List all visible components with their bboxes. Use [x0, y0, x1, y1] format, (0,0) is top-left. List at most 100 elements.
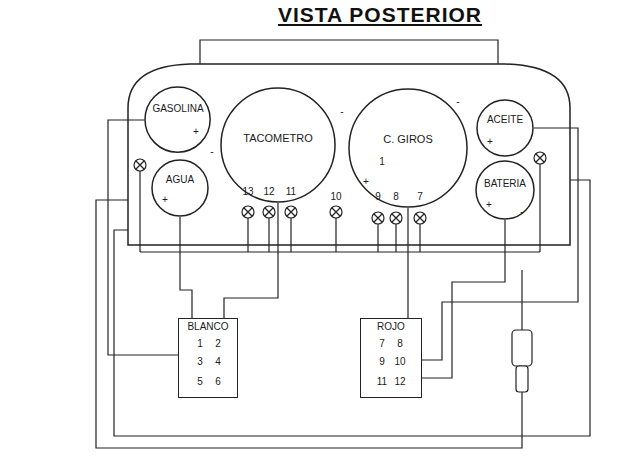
pin-number: 12 — [394, 376, 405, 387]
lamp-cross — [392, 214, 400, 222]
node-label: BLANCO — [187, 321, 228, 333]
terminal-sign: + — [193, 126, 199, 137]
wire-connector — [108, 120, 178, 355]
wire — [200, 40, 498, 64]
gauge-outline — [151, 159, 209, 217]
lamp-symbol — [390, 212, 402, 224]
lamp-bulb — [285, 206, 297, 218]
label-holder: - — [210, 141, 213, 159]
lamp-cross — [536, 154, 544, 162]
pin-number: 5 — [197, 376, 203, 387]
label-holder: 10 — [394, 351, 405, 369]
label-holder: 7 — [379, 333, 385, 351]
lamp-cross — [374, 214, 382, 222]
node-label: AGUA — [166, 174, 194, 186]
pin-number: 2 — [215, 338, 221, 349]
gauge-outline — [144, 86, 211, 153]
node-label: BATERIA — [484, 178, 526, 190]
lamp-symbol — [414, 212, 426, 224]
gauge-rim — [477, 100, 533, 156]
node-label: ACEITE — [487, 114, 523, 126]
lamp-symbol — [372, 212, 384, 224]
lamp-bulb — [134, 159, 146, 171]
gauge-outline — [220, 87, 336, 203]
lamp-number: 13 — [242, 186, 253, 197]
label-holder: 11 — [286, 181, 296, 199]
wire-connector — [422, 220, 505, 378]
pin-number: 3 — [197, 356, 203, 367]
wire-connector — [407, 208, 408, 318]
battery-gauge: BATERIA — [475, 160, 535, 220]
lamp-symbol — [134, 159, 146, 171]
label-holder: 7 — [417, 186, 423, 204]
label-holder: 3 — [197, 351, 203, 369]
pin-number: 7 — [379, 338, 385, 349]
lamp-bulb — [330, 206, 342, 218]
lamp-number: 9 — [375, 191, 381, 202]
lamp-cross — [136, 161, 144, 169]
pin-number: 10 — [394, 356, 405, 367]
gauge-outline — [348, 88, 468, 208]
tachometer-dial: TACOMETRO — [220, 87, 336, 203]
gauge-outline — [476, 99, 534, 157]
lamp-symbol — [242, 206, 254, 218]
label-holder: 4 — [215, 351, 221, 369]
lamp-number: 7 — [417, 191, 423, 202]
lamp-number: 11 — [286, 186, 296, 197]
connector-block: ROJO — [360, 318, 422, 398]
pin-number: 9 — [379, 356, 385, 367]
title-holder: VISTA POSTERIOR — [278, 3, 482, 27]
wire-connector — [180, 217, 192, 318]
terminal-sign: + — [487, 136, 493, 147]
node-label: TACOMETRO — [243, 132, 312, 145]
terminal-sign: - — [456, 96, 459, 107]
lamp-bulb — [390, 212, 402, 224]
label-holder: 10 — [330, 186, 341, 204]
label-holder: + — [162, 189, 168, 207]
lamp-bulb — [263, 206, 275, 218]
lamp-cross — [244, 208, 252, 216]
gauge-rim — [145, 87, 210, 152]
label-holder: 2 — [215, 333, 221, 351]
plug-tip — [516, 366, 528, 392]
label-holder: 1 — [197, 333, 203, 351]
speedometer-dial: C. GIROS — [348, 88, 468, 208]
diagram-title: VISTA POSTERIOR — [278, 3, 482, 27]
fuel-gauge: GASOLINA — [144, 86, 211, 153]
node-label: ROJO — [377, 321, 405, 333]
oil-gauge: ACEITE — [476, 99, 534, 157]
pin-number: 11 — [377, 376, 387, 387]
wire-connector — [422, 128, 578, 360]
lamp-cross — [287, 208, 295, 216]
lamp-bulb — [372, 212, 384, 224]
label-holder: 13 — [242, 181, 253, 199]
cluster-outline — [128, 64, 570, 245]
pin-number: 8 — [397, 338, 403, 349]
terminal-sign: - — [340, 106, 343, 117]
terminal-sign: + — [486, 199, 492, 210]
label-holder: 8 — [393, 186, 399, 204]
label-holder: + — [193, 121, 199, 139]
wire — [114, 180, 590, 436]
lamp-bulb — [242, 206, 254, 218]
plug-body — [512, 330, 532, 366]
label-holder: 11 — [377, 371, 387, 389]
label-holder: 6 — [215, 371, 221, 389]
pin-number: 1 — [197, 338, 203, 349]
label-holder: 12 — [263, 181, 274, 199]
gauge-rim — [349, 89, 467, 207]
lamp-symbol — [534, 152, 546, 164]
label-holder: 5 — [197, 371, 203, 389]
gauge-outline — [475, 160, 535, 220]
lamp-symbol — [263, 206, 275, 218]
lamp-bulb — [414, 212, 426, 224]
pin-number: 4 — [215, 356, 221, 367]
lamp-symbol — [285, 206, 297, 218]
label-holder: 1 — [379, 151, 385, 169]
gauge-rim — [152, 160, 208, 216]
node-label: C. GIROS — [383, 133, 433, 146]
pin-number: 6 — [215, 376, 221, 387]
